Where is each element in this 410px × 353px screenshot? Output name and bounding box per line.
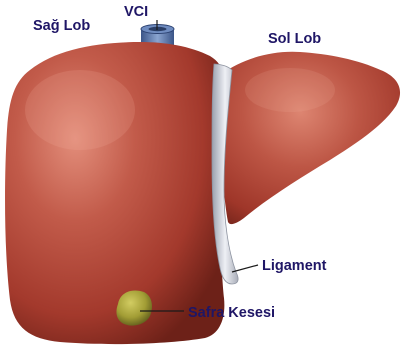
- left-lobe-highlight: [245, 68, 335, 112]
- label-right-lobe: Sağ Lob: [33, 18, 90, 34]
- ligament-leader-line: [232, 265, 258, 272]
- label-left-lobe: Sol Lob: [268, 31, 321, 47]
- label-gallbladder: Safra Kesesi: [188, 305, 275, 321]
- label-ligament: Ligament: [262, 258, 327, 274]
- right-lobe-highlight: [25, 70, 135, 150]
- label-vci: VCI: [124, 4, 148, 20]
